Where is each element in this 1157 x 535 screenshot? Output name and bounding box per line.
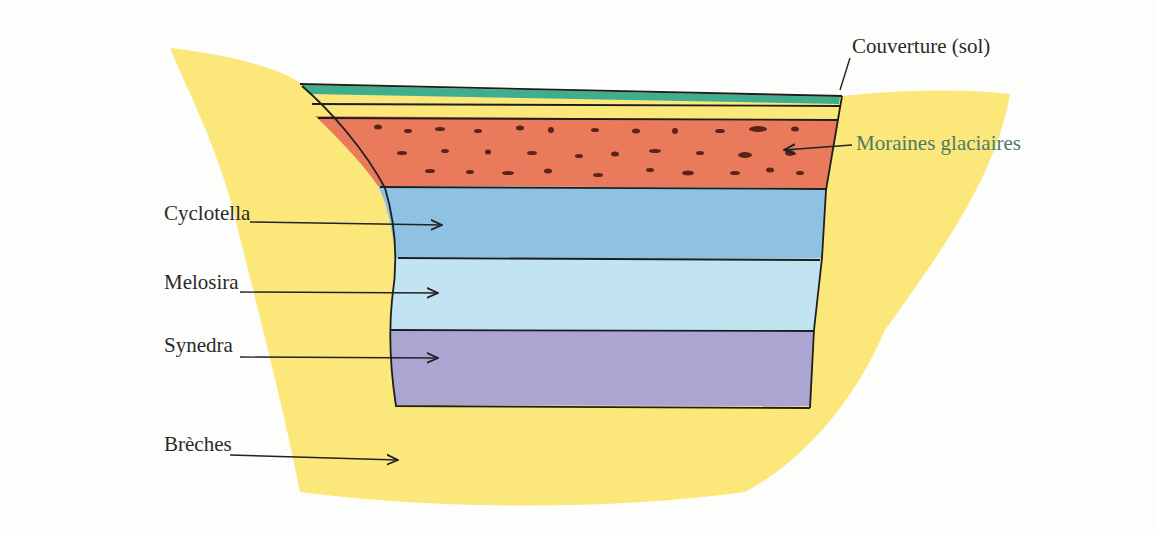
- layer-label: Couverture (sol): [852, 36, 990, 57]
- leader-arrows: [230, 58, 852, 460]
- moraine-band: [315, 116, 838, 188]
- cyclotella-band: [378, 186, 826, 258]
- layer-label: Moraines glaciaires: [856, 133, 1021, 154]
- layer-label: Synedra: [164, 335, 233, 356]
- layer-label: Melosira: [164, 272, 239, 293]
- layer-label: Cyclotella: [164, 203, 250, 224]
- section-outline: [300, 84, 842, 408]
- moraine-pebbles: [374, 125, 804, 178]
- synedra-band: [390, 330, 814, 406]
- breccia-body: [170, 48, 1010, 506]
- melosira-band: [390, 258, 822, 330]
- layer-label: Brèches: [164, 434, 232, 455]
